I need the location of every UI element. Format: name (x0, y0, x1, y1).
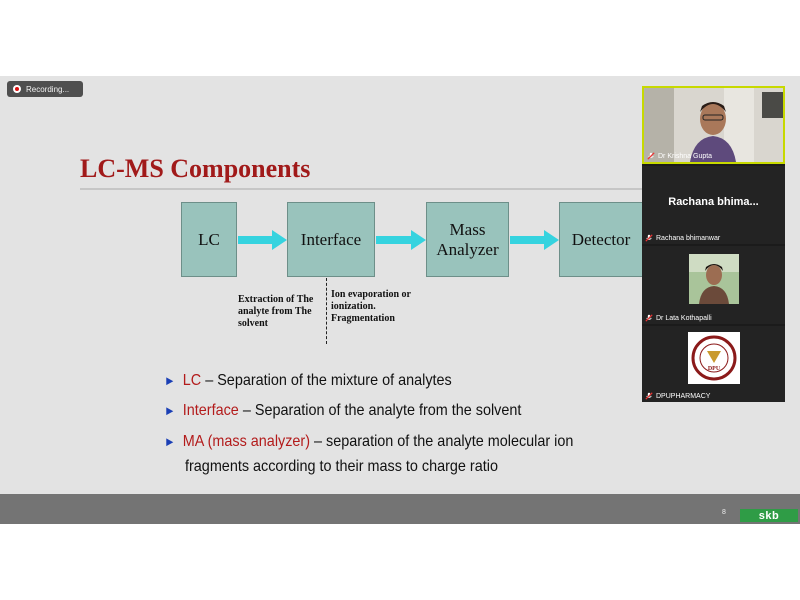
participant-tile-rachana-bhimanwar[interactable]: Rachana bhima... Rachana bhimanwar (642, 166, 785, 244)
flow-box-label: Detector (571, 229, 631, 249)
bullet-mass-analyzer: ► MA (mass analyzer) – separation of the … (164, 433, 573, 451)
brand-logo: skb (740, 509, 798, 522)
flow-box-label: LC (198, 229, 220, 249)
flow-arrow-icon (376, 230, 426, 250)
flow-arrows (238, 230, 559, 250)
participant-name-text: Dr Lata Kothapalli (656, 314, 712, 322)
recording-label: Recording... (26, 84, 70, 94)
bullet-key: Interface (182, 402, 239, 419)
note-divider (326, 278, 327, 344)
participant-name-text: Rachana bhimanwar (656, 234, 721, 242)
mic-muted-icon (645, 392, 653, 400)
participant-name: Dr Lata Kothapalli (645, 314, 712, 322)
flow-box-interface: Interface (287, 202, 375, 277)
bullet-arrow-icon: ► (164, 373, 176, 388)
mic-muted-icon (645, 314, 653, 322)
bullet-key: LC (182, 372, 202, 389)
participant-display-name: Rachana bhima... (668, 196, 759, 208)
bullet-text: – Separation of the analyte from the sol… (238, 402, 522, 419)
svg-text:DPU: DPU (708, 366, 721, 372)
participant-avatar (689, 254, 739, 304)
recording-icon (13, 85, 21, 93)
bullet-text: – separation of the analyte molecular io… (310, 433, 574, 450)
bullet-key: MA (mass analyzer) (182, 433, 311, 450)
mic-muted-icon (647, 152, 655, 160)
participants-panel[interactable]: Dr Krishna Gupta Rachana bhima... Rachan… (642, 86, 785, 402)
flow-arrow-icon (510, 230, 559, 250)
bullet-interface: ► Interface – Separation of the analyte f… (164, 402, 521, 420)
slide-footer-bar (0, 494, 800, 524)
participant-name-text: DPUPHARMACY (656, 392, 711, 400)
title-divider (80, 188, 642, 190)
bullet-arrow-icon: ► (164, 403, 176, 418)
participant-name: Rachana bhimanwar (645, 234, 720, 242)
mic-muted-icon (645, 234, 653, 242)
flow-box-lc: LC (181, 202, 237, 277)
bullet-continuation: fragments according to their mass to cha… (185, 458, 498, 475)
recording-indicator[interactable]: Recording... (7, 81, 83, 97)
participant-name: DPUPHARMACY (645, 392, 710, 400)
participant-name: Dr Krishna Gupta (647, 152, 712, 160)
participant-video (644, 88, 783, 162)
flow-box-label: Mass Analyzer (436, 219, 499, 259)
note-ionization: Ion evaporation or ionization. Fragmenta… (331, 289, 411, 324)
participant-name-text: Dr Krishna Gupta (658, 152, 713, 160)
note-extraction: Extraction of The analyte from The solve… (238, 294, 314, 329)
slide-number: 8 (722, 509, 726, 516)
flow-box-detector: Detector (559, 202, 643, 277)
bullet-text: – Separation of the mixture of analytes (201, 372, 452, 389)
participant-tile-dpupharmacy[interactable]: DPU DPUPHARMACY (642, 326, 785, 402)
bullet-arrow-icon: ► (164, 434, 176, 449)
dpu-logo: DPU (688, 332, 740, 384)
flow-box-mass-analyzer: Mass Analyzer (426, 202, 509, 277)
bullet-lc: ► LC – Separation of the mixture of analy… (164, 372, 452, 390)
participant-tile-krishna-gupta[interactable]: Dr Krishna Gupta (642, 86, 785, 164)
flow-arrow-icon (238, 230, 287, 250)
dpu-logo-mark: DPU (691, 335, 737, 381)
flow-box-label: Interface (300, 229, 362, 249)
slide-title: LC-MS Components (80, 154, 311, 183)
participant-tile-lata-kothapalli[interactable]: Dr Lata Kothapalli (642, 246, 785, 324)
